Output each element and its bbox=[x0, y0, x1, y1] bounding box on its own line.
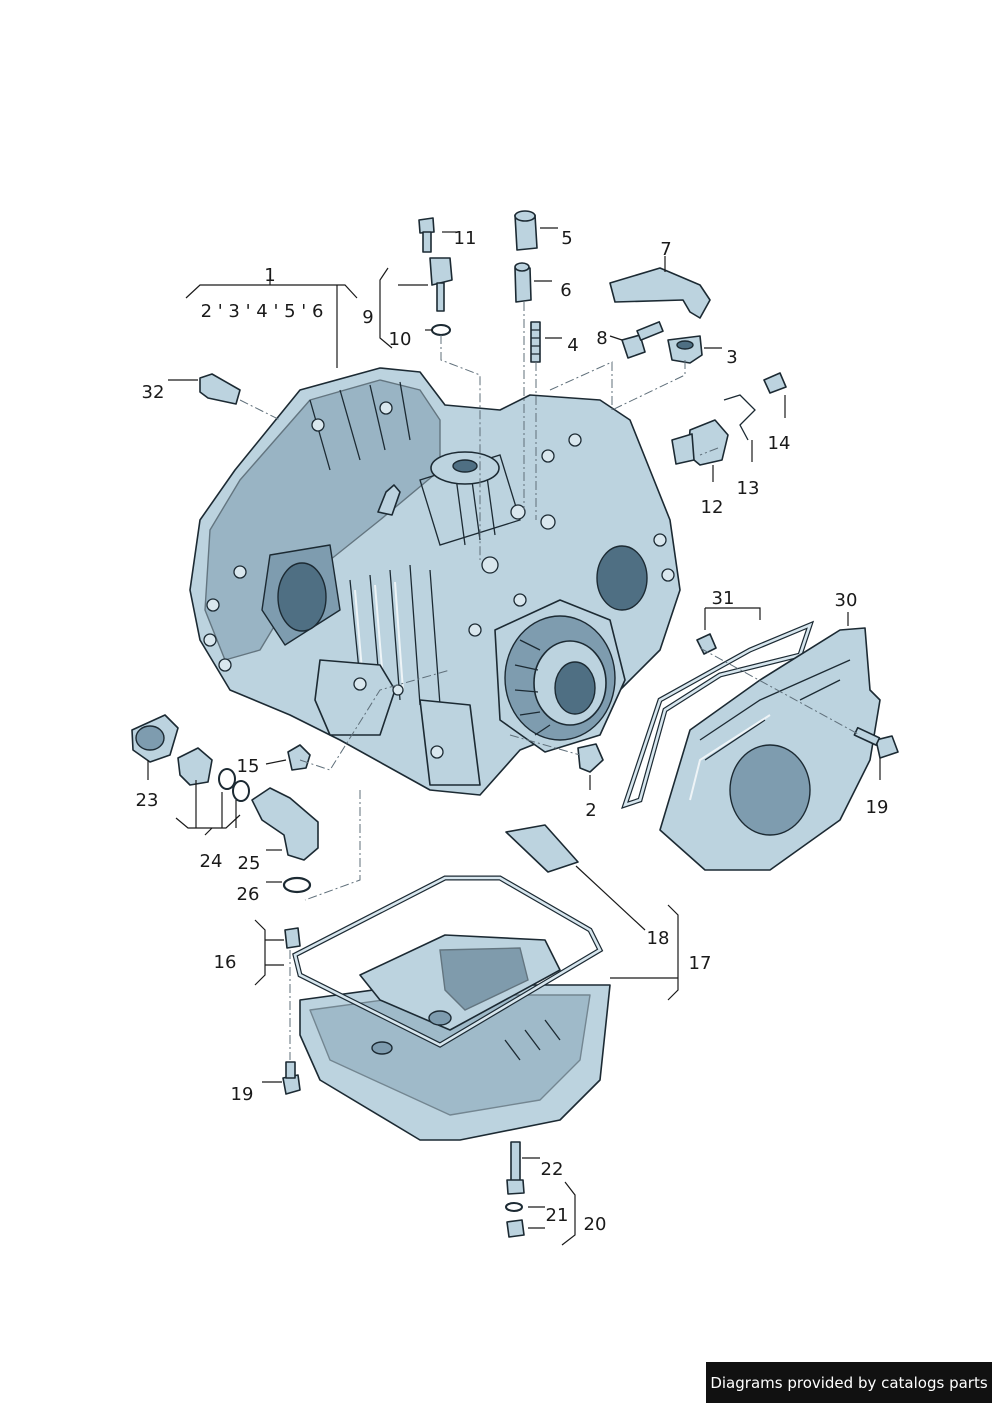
callout-12: 12 bbox=[701, 497, 724, 518]
callout-16: 16 bbox=[214, 952, 237, 973]
callout-31: 31 bbox=[712, 588, 735, 609]
callout-25: 25 bbox=[238, 853, 261, 874]
callout-18: 18 bbox=[647, 928, 670, 949]
callout-19-pan-bolt: 19 bbox=[231, 1084, 254, 1105]
callout-7: 7 bbox=[660, 239, 671, 260]
callout-24: 24 bbox=[200, 851, 223, 872]
small-parts bbox=[131, 210, 899, 1238]
callout-17: 17 bbox=[689, 953, 712, 974]
side-cover-assembly bbox=[621, 620, 881, 871]
callout-13: 13 bbox=[737, 478, 760, 499]
callout-32: 32 bbox=[142, 382, 165, 403]
callout-9: 9 bbox=[362, 307, 373, 328]
callout-6: 6 bbox=[560, 280, 571, 301]
callout-10: 10 bbox=[389, 329, 412, 350]
callout-8: 8 bbox=[596, 328, 607, 349]
callout-30: 30 bbox=[835, 590, 858, 611]
callout-4: 4 bbox=[567, 335, 578, 356]
gearbox-housing bbox=[189, 367, 681, 796]
callout-1: 1 bbox=[264, 265, 275, 286]
callout-11: 11 bbox=[454, 228, 477, 249]
callout-19-cover-bolt: 19 bbox=[866, 797, 889, 818]
leader-lines bbox=[147, 227, 881, 1246]
callout-21: 21 bbox=[546, 1205, 569, 1226]
callout-1-subparts: 2 ' 3 ' 4 ' 5 ' 6 bbox=[201, 301, 324, 322]
callout-3: 3 bbox=[726, 347, 737, 368]
callout-5: 5 bbox=[561, 228, 572, 249]
callout-15: 15 bbox=[237, 756, 260, 777]
oil-pan-assembly bbox=[292, 875, 611, 1141]
callout-23: 23 bbox=[136, 790, 159, 811]
credit-text: Diagrams provided by catalogs parts bbox=[710, 1373, 988, 1392]
callout-labels: 1 2 ' 3 ' 4 ' 5 ' 6 2 3 4 5 6 7 8 9 10 1… bbox=[136, 228, 889, 1235]
callout-20: 20 bbox=[584, 1214, 607, 1235]
callout-26: 26 bbox=[237, 884, 260, 905]
diagram-credit-banner: Diagrams provided by catalogs parts bbox=[706, 1362, 992, 1403]
callout-14: 14 bbox=[768, 433, 791, 454]
assembly-lines bbox=[239, 302, 861, 1060]
callout-2: 2 bbox=[585, 800, 596, 821]
callout-22: 22 bbox=[541, 1159, 564, 1180]
